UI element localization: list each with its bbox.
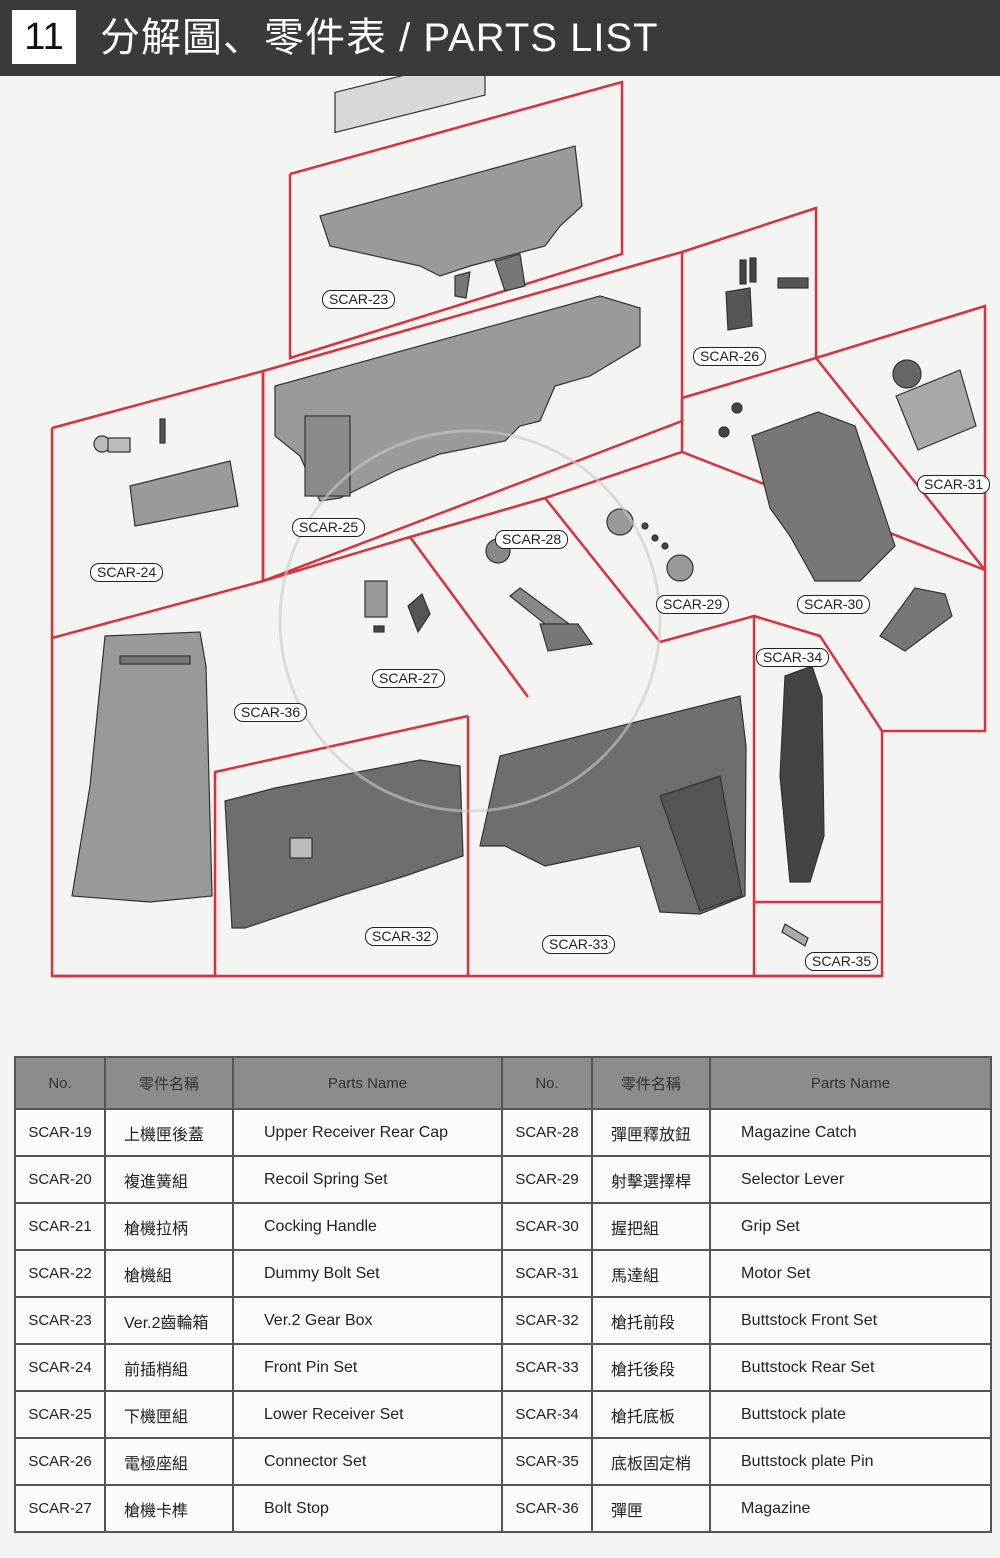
part-name-chinese: 槍托後段: [591, 1343, 711, 1392]
part-name-chinese: 底板固定梢: [591, 1437, 711, 1486]
part-number: SCAR-20: [14, 1155, 106, 1204]
part-name-english: Front Pin Set: [232, 1343, 503, 1392]
part-name-english: Buttstock plate Pin: [709, 1437, 992, 1486]
part-number: SCAR-32: [501, 1296, 593, 1345]
part-number: SCAR-30: [501, 1202, 593, 1251]
section-number: 11: [12, 10, 76, 64]
part-name-chinese: 槍機卡榫: [104, 1484, 234, 1533]
part-name-chinese: 馬達組: [591, 1249, 711, 1298]
part-number: SCAR-34: [501, 1390, 593, 1439]
part-name-chinese: 槍機拉柄: [104, 1202, 234, 1251]
part-name-english: Connector Set: [232, 1437, 503, 1486]
part-name-chinese: 槍托底板: [591, 1390, 711, 1439]
part-number: SCAR-27: [14, 1484, 106, 1533]
part-name-english: Recoil Spring Set: [232, 1155, 503, 1204]
part-label: SCAR-28: [495, 530, 569, 549]
part-label: SCAR-33: [542, 935, 616, 954]
part-number: SCAR-36: [501, 1484, 593, 1533]
part-number: SCAR-25: [14, 1390, 106, 1439]
part-name-english: Upper Receiver Rear Cap: [232, 1108, 503, 1157]
part-name-english: Ver.2 Gear Box: [232, 1296, 503, 1345]
part-label: SCAR-27: [372, 669, 446, 688]
part-number: SCAR-19: [14, 1108, 106, 1157]
part-number: SCAR-23: [14, 1296, 106, 1345]
part-name-chinese: 彈匣: [591, 1484, 711, 1533]
part-label: SCAR-34: [756, 648, 830, 667]
part-number: SCAR-35: [501, 1437, 593, 1486]
part-label: SCAR-29: [656, 595, 730, 614]
part-name-english: Selector Lever: [709, 1155, 992, 1204]
part-name-english: Buttstock Front Set: [709, 1296, 992, 1345]
diagram-panels: [50, 76, 987, 978]
part-name-chinese: 握把組: [591, 1202, 711, 1251]
part-name-english: Motor Set: [709, 1249, 992, 1298]
column-header: 零件名稱: [591, 1056, 711, 1110]
part-name-english: Magazine Catch: [709, 1108, 992, 1157]
part-name-chinese: 複進簧組: [104, 1155, 234, 1204]
part-label: SCAR-36: [234, 703, 308, 722]
part-number: SCAR-28: [501, 1108, 593, 1157]
page-title: 分解圖、零件表 / PARTS LIST: [100, 16, 659, 60]
part-name-english: Magazine: [709, 1484, 992, 1533]
part-label: SCAR-32: [365, 927, 439, 946]
part-label: SCAR-23: [322, 290, 396, 309]
part-number: SCAR-33: [501, 1343, 593, 1392]
exploded-diagram: SCAR-23 SCAR-26 SCAR-31 SCAR-24 SCAR-25 …: [0, 76, 1000, 996]
part-name-english: Buttstock Rear Set: [709, 1343, 992, 1392]
part-number: SCAR-21: [14, 1202, 106, 1251]
part-name-chinese: 前插梢組: [104, 1343, 234, 1392]
part-name-english: Cocking Handle: [232, 1202, 503, 1251]
part-label: SCAR-25: [292, 518, 366, 537]
part-label: SCAR-31: [917, 475, 991, 494]
part-name-chinese: 電極座組: [104, 1437, 234, 1486]
part-label: SCAR-26: [693, 347, 767, 366]
part-label: SCAR-30: [797, 595, 871, 614]
part-name-chinese: 槍機組: [104, 1249, 234, 1298]
part-name-english: Grip Set: [709, 1202, 992, 1251]
table-header-row: No. 零件名稱 Parts Name No. 零件名稱 Parts Name: [14, 1056, 992, 1110]
part-label: SCAR-35: [805, 952, 879, 971]
part-name-chinese: 彈匣釋放鈕: [591, 1108, 711, 1157]
part-name-chinese: 槍托前段: [591, 1296, 711, 1345]
part-name-chinese: 下機匣組: [104, 1390, 234, 1439]
part-name-chinese: 上機匣後蓋: [104, 1108, 234, 1157]
part-name-chinese: 射擊選擇桿: [591, 1155, 711, 1204]
part-number: SCAR-29: [501, 1155, 593, 1204]
part-label: SCAR-24: [90, 563, 164, 582]
part-number: SCAR-26: [14, 1437, 106, 1486]
column-header: Parts Name: [232, 1056, 503, 1110]
column-header: No.: [501, 1056, 593, 1110]
part-number: SCAR-24: [14, 1343, 106, 1392]
part-name-english: Lower Receiver Set: [232, 1390, 503, 1439]
part-name-english: Bolt Stop: [232, 1484, 503, 1533]
column-header: 零件名稱: [104, 1056, 234, 1110]
part-number: SCAR-31: [501, 1249, 593, 1298]
part-name-english: Dummy Bolt Set: [232, 1249, 503, 1298]
parts-table: No. 零件名稱 Parts Name No. 零件名稱 Parts Name …: [14, 1056, 992, 1533]
part-name-chinese: Ver.2齒輪箱: [104, 1296, 234, 1345]
column-header: Parts Name: [709, 1056, 992, 1110]
part-name-english: Buttstock plate: [709, 1390, 992, 1439]
part-number: SCAR-22: [14, 1249, 106, 1298]
column-header: No.: [14, 1056, 106, 1110]
page-header: 11 分解圖、零件表 / PARTS LIST: [0, 0, 1000, 76]
